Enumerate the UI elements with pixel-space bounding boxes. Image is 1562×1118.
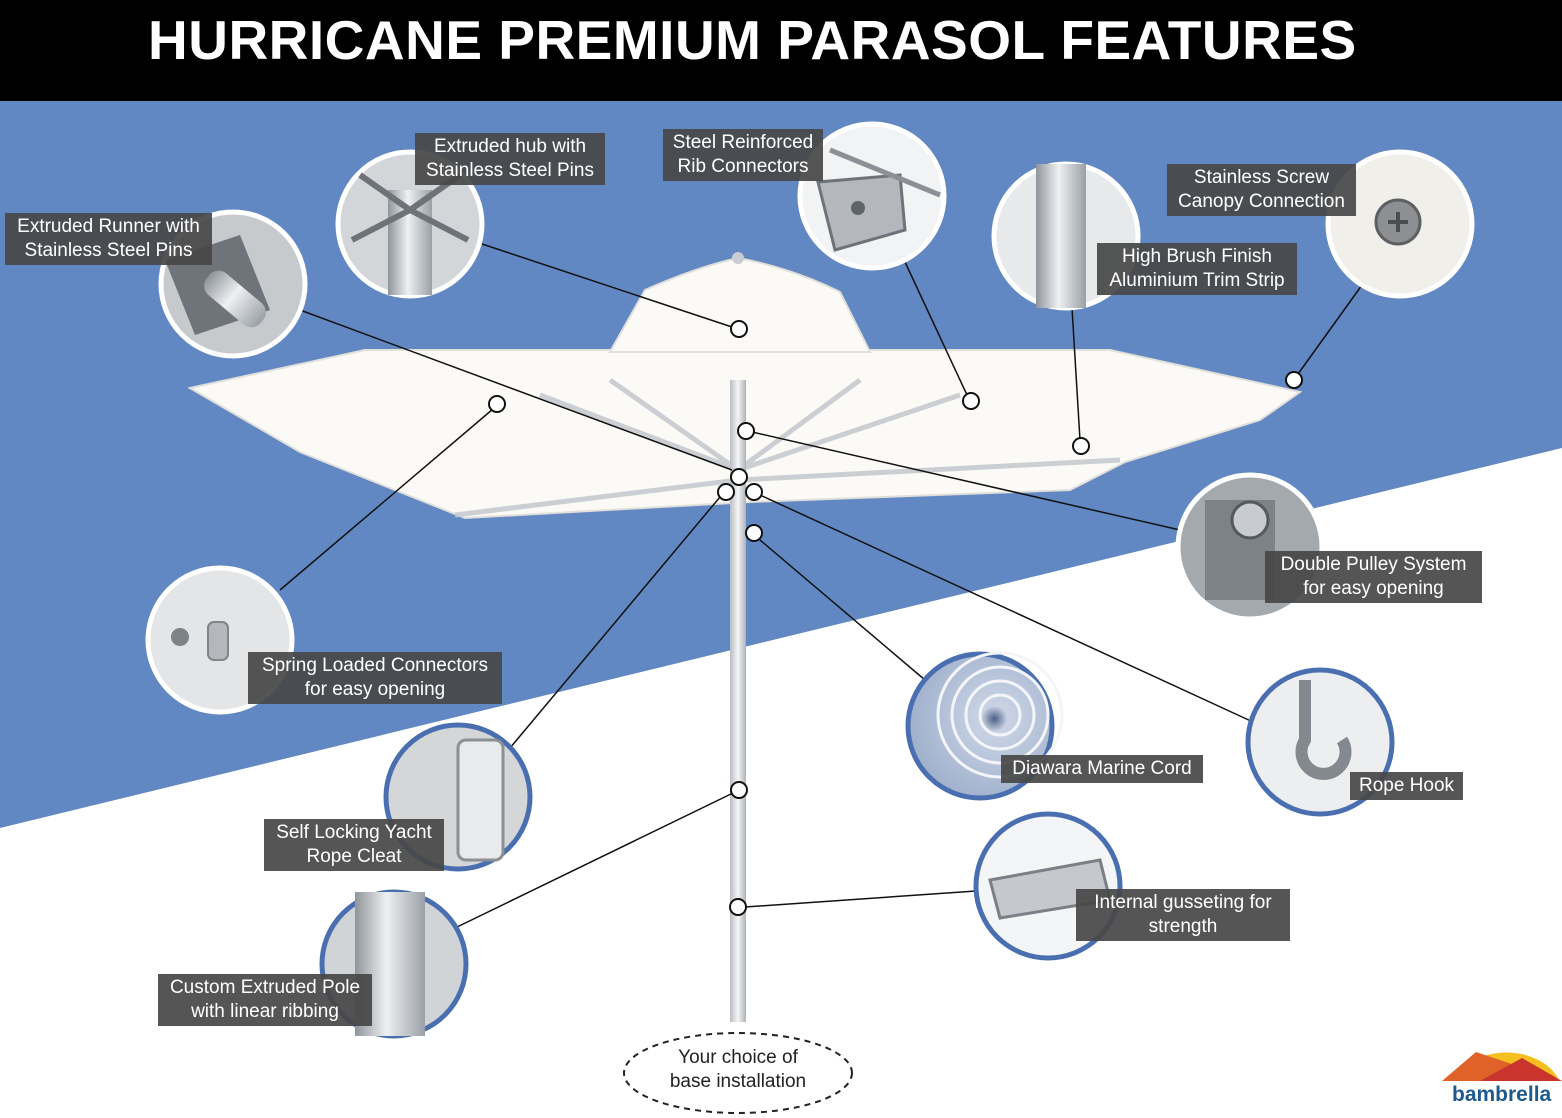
label-line: Extruded hub with xyxy=(433,136,587,157)
label-line: Diawara Marine Cord xyxy=(1012,758,1192,779)
label-trim-strip: High Brush Finish Aluminium Trim Strip xyxy=(1097,243,1297,295)
label-line: Rope Cleat xyxy=(306,846,402,867)
label-line: Custom Extruded Pole xyxy=(169,977,361,998)
label-line: Aluminium Trim Strip xyxy=(1109,270,1285,291)
label-extruded-pole: Custom Extruded Pole with linear ribbing xyxy=(158,974,372,1026)
detail-rib-connector xyxy=(797,121,947,271)
page-title: HURRICANE PREMIUM PARASOL FEATURES xyxy=(148,9,1357,71)
brand-logo-text: bambrella xyxy=(1452,1083,1552,1106)
base-note-line: Your choice of xyxy=(678,1047,798,1068)
label-line: Rib Connectors xyxy=(677,156,809,177)
label-line: Steel Reinforced xyxy=(672,132,814,153)
header-bar: HURRICANE PREMIUM PARASOL FEATURES xyxy=(0,0,1562,101)
detail-hub xyxy=(335,149,485,299)
label-canopy-connection: Stainless Screw Canopy Connection xyxy=(1167,164,1356,216)
label-line: for easy opening xyxy=(304,679,446,700)
base-installation-ellipse xyxy=(623,1032,853,1114)
base-installation-note: Your choice of base installation xyxy=(628,1046,848,1094)
label-line: with linear ribbing xyxy=(191,1001,339,1022)
label-line: High Brush Finish xyxy=(1122,246,1272,267)
label-line: for easy opening xyxy=(1303,578,1444,599)
label-line: Spring Loaded Connectors xyxy=(261,655,489,676)
detail-canopy-screw xyxy=(1325,149,1475,299)
leader-lines xyxy=(279,243,1363,929)
parasol-pole xyxy=(730,380,746,1022)
label-rope-cleat: Self Locking Yacht Rope Cleat xyxy=(264,819,444,871)
label-line: Stainless Steel Pins xyxy=(24,240,193,261)
label-extruded-hub: Extruded hub with Stainless Steel Pins xyxy=(415,133,605,185)
label-rope-hook: Rope Hook xyxy=(1350,772,1463,800)
label-double-pulley: Double Pulley System for easy opening xyxy=(1265,551,1482,603)
base-note-line: base installation xyxy=(669,1071,807,1092)
label-gusseting: Internal gusseting for strength xyxy=(1076,889,1290,941)
label-spring-connectors: Spring Loaded Connectors for easy openin… xyxy=(248,652,502,704)
label-marine-cord: Diawara Marine Cord xyxy=(1001,755,1203,783)
pointer-markers xyxy=(488,320,1303,916)
parasol-canopy xyxy=(187,252,1303,520)
label-extruded-runner: Extruded Runner with Stainless Steel Pin… xyxy=(5,213,212,265)
sun-logo-icon xyxy=(1442,1052,1562,1081)
label-line: strength xyxy=(1148,916,1218,937)
label-line: Internal gusseting for xyxy=(1094,892,1272,913)
label-rib-connectors: Steel Reinforced Rib Connectors xyxy=(663,129,823,181)
label-line: Self Locking Yacht xyxy=(276,822,432,843)
label-line: Canopy Connection xyxy=(1178,191,1345,212)
label-line: Stainless Steel Pins xyxy=(426,160,594,181)
label-line: Extruded Runner with xyxy=(17,216,200,237)
label-line: Double Pulley System xyxy=(1280,554,1467,575)
label-line: Rope Hook xyxy=(1358,775,1455,796)
label-line: Stainless Screw xyxy=(1193,167,1330,188)
